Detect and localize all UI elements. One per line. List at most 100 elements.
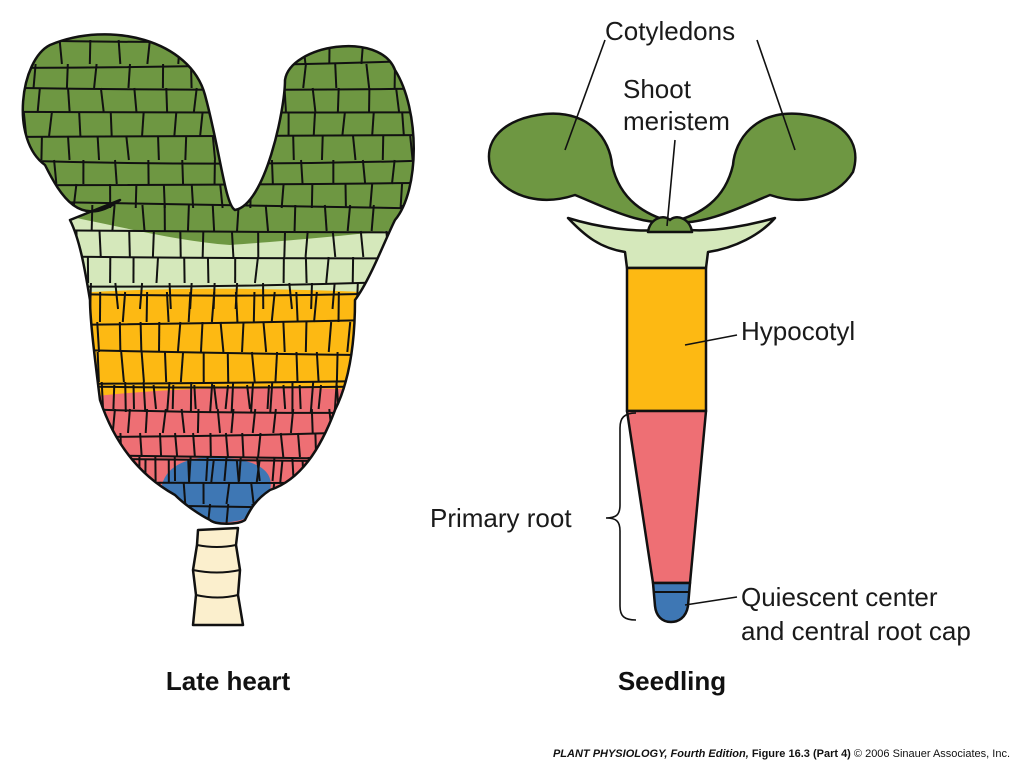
cell-wall <box>436 460 437 482</box>
cell-wall <box>171 384 175 410</box>
cell-wall <box>52 384 56 410</box>
cell-wall <box>2 40 4 64</box>
seedling <box>487 112 857 624</box>
cell-wall <box>55 321 58 353</box>
cell-wall <box>192 87 198 113</box>
cotyledon-left-leader <box>564 39 606 151</box>
cell-wall <box>400 456 404 482</box>
embryo-quiescent-center <box>162 457 271 523</box>
cell-wall <box>219 63 223 89</box>
cell-wall <box>251 87 255 113</box>
cell-wall <box>123 459 128 483</box>
cell-wall <box>342 459 348 483</box>
cell-wall <box>187 459 191 483</box>
cell-wall <box>270 159 274 185</box>
cell-wall <box>225 503 230 524</box>
cell-wall <box>115 456 121 482</box>
cell-wall <box>248 63 253 89</box>
cell-wall <box>265 39 271 65</box>
cell-wall <box>219 321 225 353</box>
cell-wall <box>49 351 55 383</box>
cell-wall <box>315 481 319 505</box>
cell-wall <box>341 408 346 434</box>
cell-wall <box>133 87 138 113</box>
cell-wall <box>348 384 353 410</box>
cell-wall <box>367 503 372 524</box>
cell-wall <box>77 291 81 323</box>
cell-wall <box>141 204 146 232</box>
cell-wall <box>140 351 145 383</box>
cell-wall <box>69 432 74 458</box>
cell-wall <box>260 111 265 137</box>
cell-wall <box>110 481 115 505</box>
cell-wall <box>403 432 409 458</box>
cell-wall <box>355 351 359 383</box>
cell-wall <box>304 230 309 258</box>
cell-wall <box>96 135 101 161</box>
cell-wall <box>90 204 94 232</box>
shoot-meristem-leader <box>666 139 676 227</box>
embryo-outline <box>21 33 415 525</box>
late-heart-embryo <box>2 33 437 627</box>
cell-wall <box>196 408 200 434</box>
cell-wall <box>370 204 375 232</box>
cell-wall <box>230 230 235 258</box>
cell-wall <box>289 408 295 434</box>
cell-wall <box>141 111 145 137</box>
cell-wall <box>223 87 227 113</box>
cell-wall <box>121 291 127 323</box>
cell-wall <box>141 503 146 524</box>
cell-wall <box>301 459 305 483</box>
cell-wall <box>72 183 78 209</box>
cell-wall <box>128 230 131 258</box>
cell-wall <box>112 384 116 410</box>
cell-wall <box>163 351 168 383</box>
cell-wall <box>334 63 338 89</box>
cell-wall <box>423 40 424 64</box>
cell-wall <box>327 321 333 353</box>
cell-wall <box>184 135 188 161</box>
cell-wall <box>293 204 297 232</box>
cell-wall <box>274 351 279 383</box>
cell-wall <box>201 230 205 258</box>
cell-wall <box>379 256 385 284</box>
cell-wall <box>433 482 436 504</box>
cell-wall <box>29 456 34 482</box>
cell-wall <box>428 283 430 309</box>
cell-wall <box>300 159 304 185</box>
cell-wall <box>9 409 12 433</box>
cell-wall <box>66 204 70 232</box>
cell-wall <box>295 351 299 383</box>
cell-wall <box>76 381 80 413</box>
cell-wall <box>325 456 331 482</box>
cell-wall <box>176 321 182 353</box>
cell-wall <box>26 408 30 434</box>
cell-wall <box>240 159 246 185</box>
cell-wall <box>6 88 8 112</box>
cell-wall <box>165 291 170 323</box>
cell-wall <box>264 135 268 161</box>
cell-wall <box>408 230 413 258</box>
cotyledon-right-leader <box>756 39 796 151</box>
cell-wall <box>51 230 55 258</box>
cell-wall <box>410 384 414 410</box>
cell-wall <box>206 256 210 284</box>
primary-root-brace <box>605 412 637 621</box>
cell-wall <box>344 456 349 482</box>
cell-wall <box>59 408 64 434</box>
cell-wall <box>10 136 12 160</box>
cell-wall <box>216 408 221 434</box>
cell-wall <box>24 503 28 524</box>
cell-wall <box>97 503 103 524</box>
cell-wall <box>199 321 204 353</box>
cell-wall <box>325 256 330 284</box>
cell-wall <box>241 321 245 353</box>
cell-wall <box>393 503 398 524</box>
cell-wall <box>193 384 197 410</box>
cell-wall <box>109 111 113 137</box>
cell-wall <box>378 282 382 310</box>
cell-wall <box>257 432 262 458</box>
cell-wall <box>125 135 130 161</box>
cell-wall <box>336 87 340 113</box>
cell-wall <box>40 408 44 434</box>
